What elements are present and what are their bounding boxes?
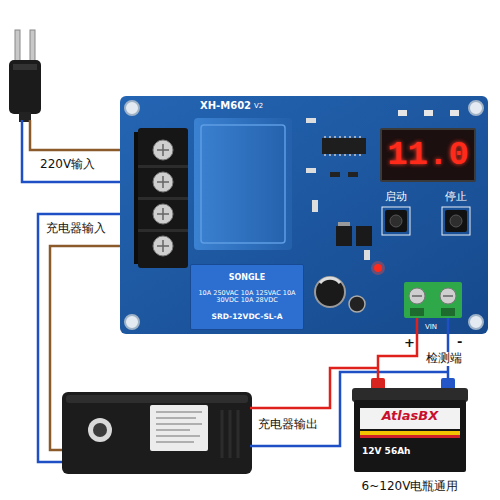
wire-label: 220V输入 — [40, 158, 95, 172]
battery-note: 6~120V电瓶通用 — [362, 480, 459, 494]
charger-body — [62, 392, 252, 474]
transformer-rim — [201, 125, 285, 243]
battery: AtlasBX 12V 56Ah — [352, 380, 472, 472]
plug-body — [9, 60, 41, 114]
button-outline — [442, 207, 470, 235]
smd-part — [364, 250, 370, 260]
button-label: 停止 — [445, 191, 467, 204]
charger-dial — [88, 418, 112, 442]
ic-chip — [322, 138, 366, 154]
terminal-divider — [138, 229, 188, 232]
control-board-pcb — [120, 96, 488, 334]
polarity-mark: - — [457, 335, 462, 350]
terminal-opening — [441, 308, 455, 316]
led-glow — [371, 261, 385, 275]
smd-part — [312, 200, 318, 212]
edge-label: 检测端 — [424, 352, 464, 366]
mounting-hole — [469, 315, 483, 329]
capacitor — [349, 296, 365, 312]
detection-wire — [378, 334, 417, 380]
regulator — [336, 226, 352, 246]
capacitor — [315, 277, 345, 307]
smd-part — [306, 168, 316, 173]
charger-sticker — [150, 405, 208, 451]
mounting-hole — [125, 315, 139, 329]
plug-pin — [15, 30, 20, 62]
smd-part — [306, 118, 316, 123]
plug-grip — [13, 64, 37, 70]
mounting-hole — [469, 101, 483, 115]
green-terminal — [404, 282, 462, 318]
smd-part — [348, 172, 358, 177]
display-reading: 11.0 — [387, 138, 469, 172]
button-outline — [382, 207, 410, 235]
battery-lid — [352, 388, 468, 402]
terminal-opening — [410, 308, 424, 316]
relay-brand: SONGLE — [229, 273, 265, 282]
relay: SONGLE 10A 250VAC 10A 125VAC 10A 30VDC 10… — [190, 264, 304, 330]
control-board: XH-M602 11.0SONGLE 10A 250VAC 10A 125VAC 1… — [120, 96, 488, 334]
transformer — [194, 118, 292, 250]
board-model: XH-M602 — [200, 100, 251, 112]
sticker-lines — [156, 412, 202, 442]
power-plug — [9, 30, 41, 122]
relay-model: SRD-12VDC-SL-A — [211, 313, 282, 322]
screw-slot — [412, 295, 453, 297]
push-button — [385, 210, 407, 232]
status-led — [374, 264, 382, 272]
battery-brand: AtlasBX — [352, 409, 468, 424]
terminal-block — [138, 128, 188, 268]
plug-pin — [30, 30, 35, 62]
battery-stripe — [360, 435, 460, 438]
button-cap — [390, 215, 402, 227]
ic-pins — [325, 136, 360, 156]
button-label: 启动 — [385, 191, 407, 204]
indicator-led — [450, 110, 459, 116]
button-cap — [450, 215, 462, 227]
terminal-divider — [138, 197, 188, 200]
charger-dial-knob — [93, 423, 107, 437]
charger-top — [66, 395, 248, 403]
polarity-mark: + — [404, 336, 415, 351]
board-version: V2 — [254, 102, 263, 110]
screw-slot — [157, 144, 169, 252]
battery-stripe — [360, 431, 460, 435]
push-button — [445, 210, 467, 232]
mounting-hole — [125, 101, 139, 115]
battery — [352, 378, 468, 472]
battery-rating: 12V 56Ah — [362, 446, 411, 456]
regulator — [356, 226, 372, 246]
smd-part — [330, 172, 340, 177]
indicator-led — [398, 110, 407, 116]
wire-label: 充电器输入 — [46, 222, 106, 236]
charger-vents — [222, 410, 238, 458]
terminal-divider — [138, 165, 188, 168]
pcb — [120, 96, 488, 334]
wire-label: 充电器输出 — [258, 418, 318, 432]
charger — [62, 392, 252, 474]
capacitor-stripe — [320, 278, 340, 283]
relay-rating: 10A 250VAC 10A 125VAC 10A 30VDC 10A 28VD… — [197, 290, 297, 305]
led-display: 11.0 — [380, 128, 476, 182]
pin-name: VIN — [425, 323, 437, 331]
indicator-led — [424, 110, 433, 116]
